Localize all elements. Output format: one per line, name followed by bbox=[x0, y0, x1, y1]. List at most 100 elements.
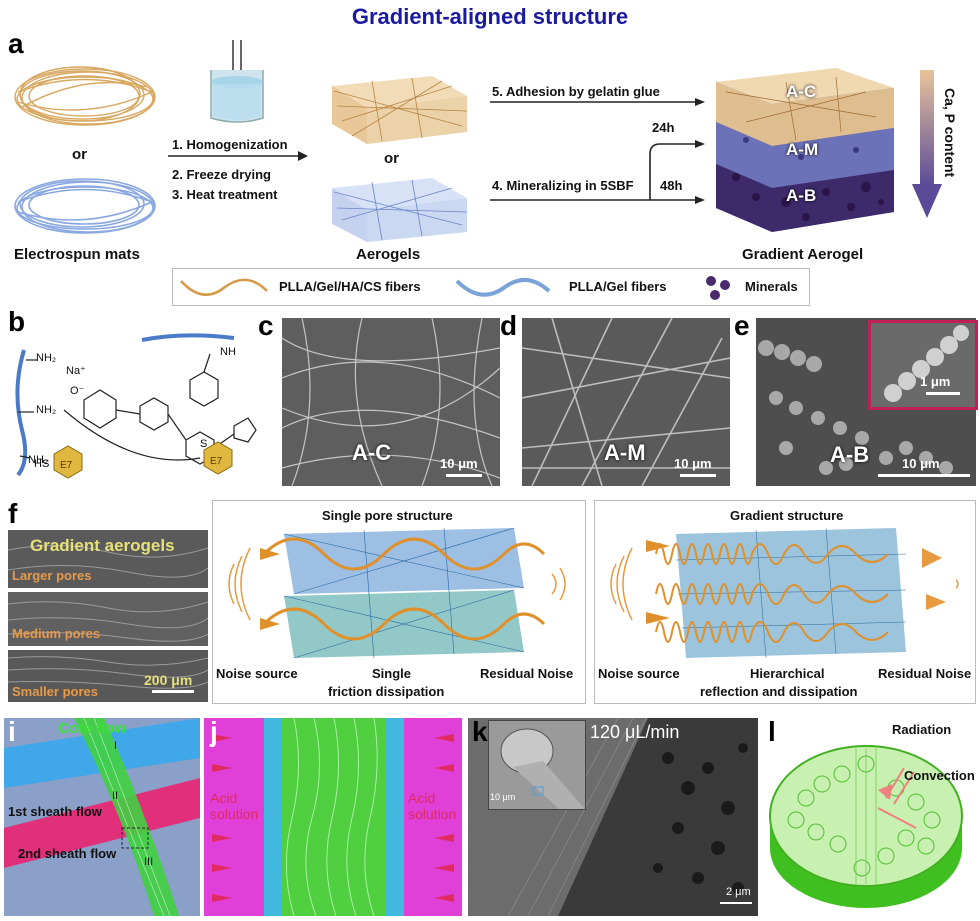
or-text-left: or bbox=[72, 146, 87, 163]
scale-bar-c bbox=[446, 474, 482, 477]
layer-label-am: A-M bbox=[786, 140, 819, 159]
panel-label-k: k bbox=[472, 716, 488, 747]
panel-label-l: l bbox=[768, 716, 776, 747]
panel-label-j: j bbox=[210, 716, 218, 747]
legend-orange-fibers: PLLA/Gel/HA/CS fibers bbox=[279, 279, 421, 294]
single-pore-title: Single pore structure bbox=[322, 508, 453, 523]
reflection-dissipation-label: reflection and dissipation bbox=[700, 684, 858, 699]
e7-label-left: E7 bbox=[60, 460, 73, 471]
sem-larger-pores bbox=[8, 530, 208, 588]
layer-label-ab: A-B bbox=[786, 186, 817, 205]
minerals-icon bbox=[706, 276, 730, 300]
panel-label-d: d bbox=[500, 310, 518, 341]
sem-beads-ab bbox=[758, 340, 953, 475]
orange-mat-image bbox=[14, 66, 156, 126]
panel-label-i: i bbox=[8, 716, 16, 747]
panel-label-a: a bbox=[8, 28, 24, 59]
scale-text-f: 200 μm bbox=[144, 672, 193, 688]
scale-text-d: 10 μm bbox=[674, 456, 712, 471]
scale-bar-e bbox=[878, 474, 970, 477]
legend-box: PLLA/Gel/HA/CS fibers PLLA/Gel fibers Mi… bbox=[172, 268, 810, 306]
noise-source-label-h: Noise source bbox=[598, 666, 680, 681]
sem-k-texture bbox=[507, 717, 758, 917]
step-heat-treatment: 3. Heat treatment bbox=[172, 187, 278, 202]
scale-text-k-inset: 10 μm bbox=[490, 792, 516, 802]
nh-label: NH bbox=[220, 346, 236, 358]
nh2-label-3: NH₂ bbox=[28, 454, 49, 466]
sem-image-ac bbox=[282, 318, 500, 486]
step-adhesion: 5. Adhesion by gelatin glue bbox=[492, 84, 660, 99]
scale-text-e-inset: 1 μm bbox=[920, 374, 951, 389]
nh2-label-2: NH₂ bbox=[36, 404, 57, 416]
scale-bar-f bbox=[152, 690, 194, 693]
sem-inset-beads bbox=[884, 325, 969, 402]
time-24h: 24h bbox=[652, 120, 675, 135]
electrospun-mats-label: Electrospun mats bbox=[14, 246, 140, 263]
step-homogenization: 1. Homogenization bbox=[172, 137, 288, 152]
nh2-label-1: NH₂ bbox=[36, 352, 57, 364]
legend-minerals: Minerals bbox=[745, 279, 798, 294]
step-freeze-drying: 2. Freeze drying bbox=[172, 167, 271, 182]
gradient-arrow-icon bbox=[912, 70, 942, 218]
acid-solution-right-label: Acid solution bbox=[408, 790, 457, 822]
sem-label-am: A-M bbox=[604, 440, 646, 465]
or-text-mid: or bbox=[384, 150, 399, 167]
fiber-flow-diagram bbox=[212, 717, 454, 917]
scale-bar-e-inset bbox=[926, 392, 960, 395]
sodium-label: Na⁺ bbox=[66, 365, 86, 377]
smaller-pores-label: Smaller pores bbox=[12, 684, 98, 699]
o-minus-label: O⁻ bbox=[70, 385, 85, 397]
sem-label-ab: A-B bbox=[830, 442, 870, 467]
acid-solution-image bbox=[204, 717, 462, 917]
sem-smaller-pores bbox=[8, 650, 208, 702]
panel-label-b: b bbox=[8, 306, 26, 337]
arrow-to-aerogels bbox=[168, 151, 308, 161]
single-pore-diagram bbox=[228, 527, 566, 659]
scale-text-e: 10 μm bbox=[902, 456, 940, 471]
panel-label-f: f bbox=[8, 498, 18, 529]
e7-label-right: E7 bbox=[210, 456, 223, 467]
blue-mat-image bbox=[14, 178, 156, 234]
single-label: Single bbox=[372, 666, 412, 681]
noise-source-label-g: Noise source bbox=[216, 666, 298, 681]
region-label-3: III bbox=[144, 856, 154, 868]
gradient-structure-title: Gradient structure bbox=[730, 508, 844, 523]
sulfur-label: S bbox=[200, 438, 208, 450]
sem-inset-k bbox=[488, 720, 586, 810]
legend-blue-fibers: PLLA/Gel fibers bbox=[569, 279, 667, 294]
beaker-icon bbox=[210, 40, 264, 123]
second-sheath-label: 2nd sheath flow bbox=[18, 846, 117, 861]
acid-solution-left-label: Acid solution bbox=[210, 790, 259, 822]
figure-title: Gradient-aligned structure bbox=[351, 4, 629, 29]
gradient-aerogel-image bbox=[716, 68, 894, 232]
orange-fiber-icon bbox=[180, 278, 268, 296]
radiation-label: Radiation bbox=[892, 722, 952, 737]
gradient-structure-diagram bbox=[610, 527, 959, 659]
scale-text-c: 10 μm bbox=[440, 456, 478, 471]
scale-bar-k bbox=[720, 902, 752, 904]
sem-fibers-am bbox=[522, 318, 730, 486]
layer-label-ac: A-C bbox=[786, 82, 817, 101]
blue-fiber-icon bbox=[455, 278, 551, 297]
medium-pores-label: Medium pores bbox=[12, 626, 101, 641]
panel-label-c: c bbox=[258, 310, 274, 341]
sem-inset-fiber bbox=[500, 728, 585, 809]
hierarchical-label: Hierarchical bbox=[750, 666, 825, 681]
panel-label-e: e bbox=[734, 310, 750, 341]
core-flow-label: Core flow bbox=[58, 720, 127, 737]
sem-pore-texture bbox=[8, 544, 208, 689]
blue-aerogel-image bbox=[332, 178, 468, 242]
step-mineralizing: 4. Mineralizing in 5SBF bbox=[492, 178, 634, 193]
orange-aerogel-image bbox=[332, 76, 468, 144]
convection-label: Convection bbox=[904, 768, 975, 783]
sem-label-ac: A-C bbox=[352, 440, 392, 465]
region-label-1: I bbox=[114, 740, 118, 752]
larger-pores-label: Larger pores bbox=[12, 568, 92, 583]
residual-noise-label-g: Residual Noise bbox=[480, 666, 574, 681]
sem-inset-ab bbox=[868, 320, 978, 410]
scale-bar-d bbox=[680, 474, 716, 477]
sem-image-am bbox=[522, 318, 730, 486]
sem-fibers-ac bbox=[282, 318, 500, 486]
aerogels-label: Aerogels bbox=[356, 246, 421, 263]
microfluidic-image bbox=[4, 717, 200, 917]
